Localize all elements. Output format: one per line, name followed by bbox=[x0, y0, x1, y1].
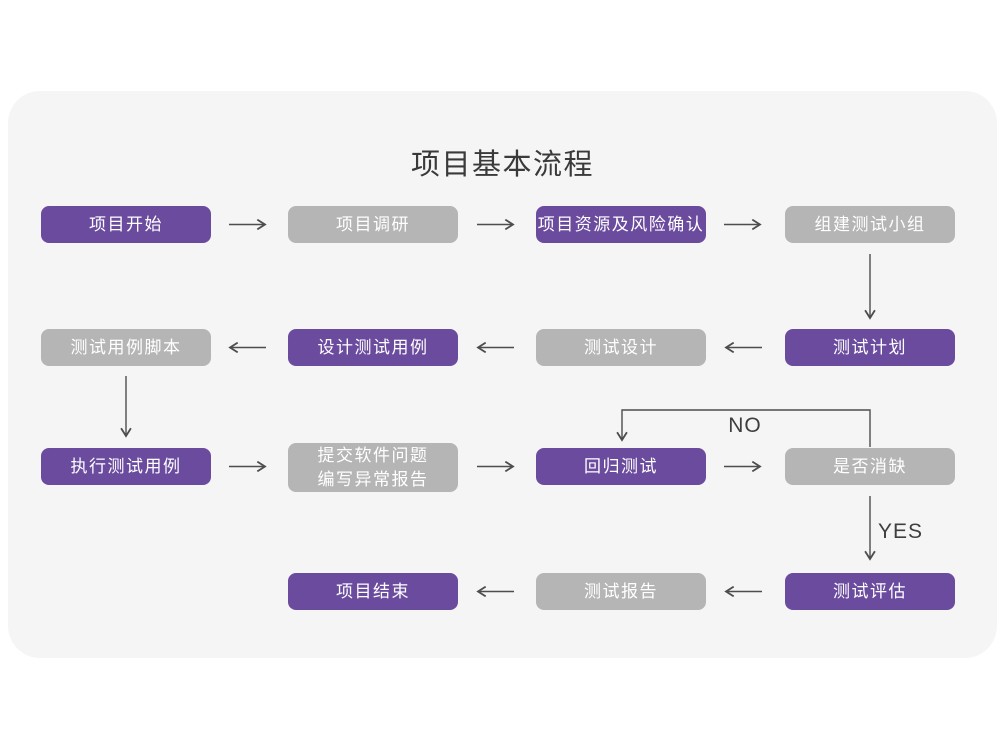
node-design-test-cases: 设计测试用例 bbox=[288, 329, 458, 366]
node-test-design: 测试设计 bbox=[536, 329, 706, 366]
node-test-plan: 测试计划 bbox=[785, 329, 955, 366]
node-build-test-team: 组建测试小组 bbox=[785, 206, 955, 243]
node-project-start: 项目开始 bbox=[41, 206, 211, 243]
node-defect-cleared-check: 是否消缺 bbox=[785, 448, 955, 485]
flowchart-card bbox=[8, 91, 997, 658]
node-project-end: 项目结束 bbox=[288, 573, 458, 610]
edge-label-no: NO bbox=[728, 414, 762, 437]
edge-label-yes: YES bbox=[878, 520, 924, 543]
node-project-research: 项目调研 bbox=[288, 206, 458, 243]
node-test-report: 测试报告 bbox=[536, 573, 706, 610]
node-test-case-script: 测试用例脚本 bbox=[41, 329, 211, 366]
node-execute-test-cases: 执行测试用例 bbox=[41, 448, 211, 485]
node-submit-issue-report: 提交软件问题 编写异常报告 bbox=[288, 443, 458, 492]
node-test-evaluation: 测试评估 bbox=[785, 573, 955, 610]
node-resource-risk-confirm: 项目资源及风险确认 bbox=[536, 206, 706, 243]
page-title: 项目基本流程 bbox=[410, 149, 594, 181]
node-regression-test: 回归测试 bbox=[536, 448, 706, 485]
